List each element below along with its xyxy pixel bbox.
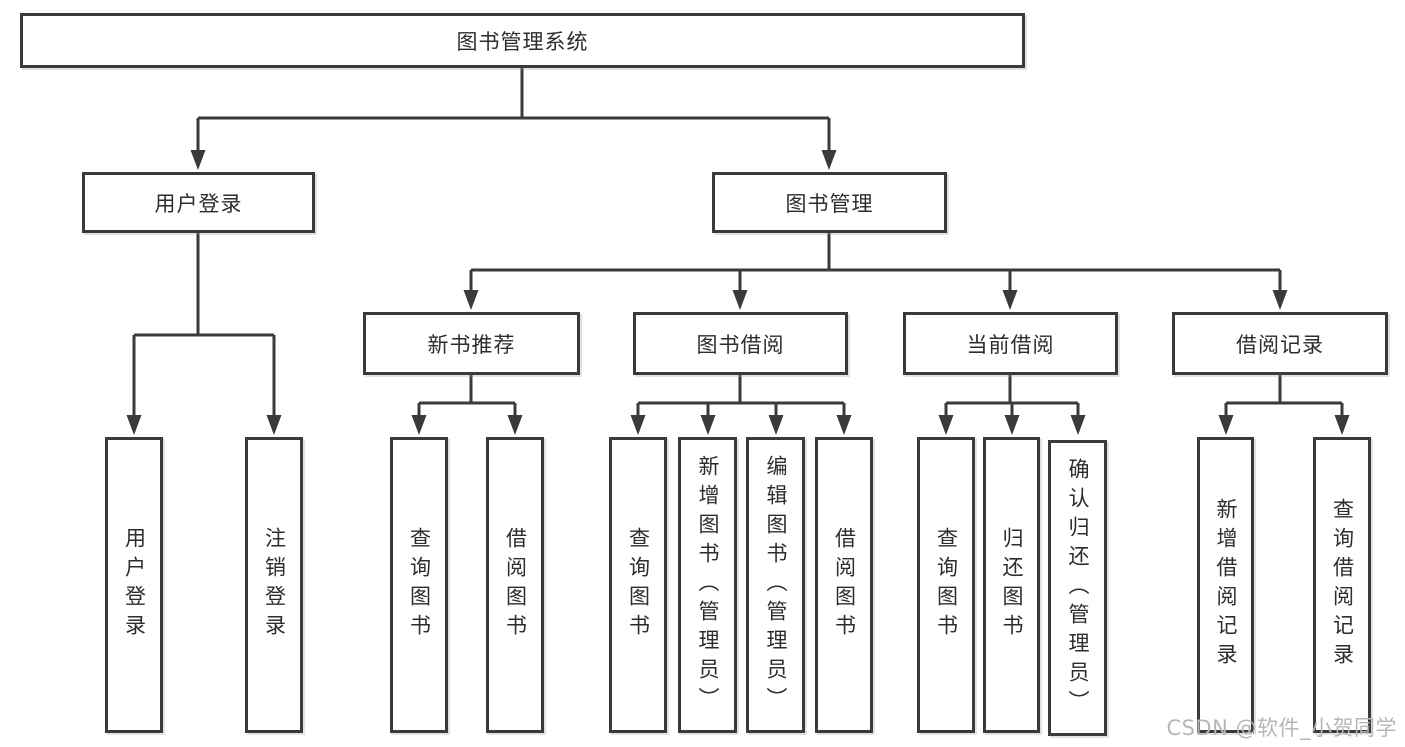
node-current-borrow-label: 当前借阅 [966,332,1055,357]
node-root: 图书管理系统 [20,13,1025,68]
node-leaf-borrow-books-recommend: 借阅图书 [486,437,544,733]
leaf-label: 用户登录 [122,527,147,643]
leaf-label: 借阅图书 [503,527,528,643]
node-new-book-recommend-label: 新书推荐 [427,332,516,357]
leaf-label: 确认归还（管理员） [1066,457,1091,719]
leaf-label: 新增图书（管理员） [696,454,721,716]
arrowheads [126,150,1350,435]
leaf-label: 查询借阅记录 [1330,498,1355,672]
node-book-management: 图书管理 [712,172,947,233]
node-current-borrow: 当前借阅 [903,312,1118,375]
node-leaf-logout: 注销登录 [245,437,303,733]
leaf-label: 新增借阅记录 [1214,498,1239,672]
node-leaf-query-books-borrow: 查询图书 [609,437,667,733]
leaf-label: 借阅图书 [832,527,857,643]
node-leaf-user-login: 用户登录 [105,437,163,733]
leaf-label: 查询图书 [626,527,651,643]
node-leaf-query-books-recommend: 查询图书 [390,437,448,733]
node-borrow-records: 借阅记录 [1172,312,1388,375]
node-leaf-add-book-admin: 新增图书（管理员） [678,437,737,733]
leaf-label: 编辑图书（管理员） [764,454,789,716]
leaf-label: 归还图书 [1000,527,1025,643]
node-borrow-records-label: 借阅记录 [1236,332,1324,357]
node-book-management-label: 图书管理 [785,191,874,216]
node-user-login-label: 用户登录 [154,191,243,216]
node-leaf-confirm-return-admin: 确认归还（管理员） [1048,440,1107,736]
leaf-label: 查询图书 [934,527,959,643]
node-user-login: 用户登录 [82,172,315,233]
node-new-book-recommend: 新书推荐 [363,312,580,375]
node-leaf-edit-book-admin: 编辑图书（管理员） [746,437,805,733]
node-leaf-add-borrow-record: 新增借阅记录 [1197,437,1254,733]
leaf-label: 查询图书 [407,527,432,643]
node-leaf-borrow-books: 借阅图书 [815,437,873,733]
leaf-label: 注销登录 [262,527,287,643]
node-leaf-return-books: 归还图书 [983,437,1040,733]
node-book-borrow-label: 图书借阅 [696,332,785,357]
node-book-borrow: 图书借阅 [633,312,848,375]
node-leaf-query-borrow-record: 查询借阅记录 [1313,437,1371,733]
node-root-label: 图书管理系统 [456,29,589,54]
csdn-watermark: CSDN @软件_小贺同学 [1166,716,1397,740]
node-leaf-query-books-current: 查询图书 [917,437,975,733]
